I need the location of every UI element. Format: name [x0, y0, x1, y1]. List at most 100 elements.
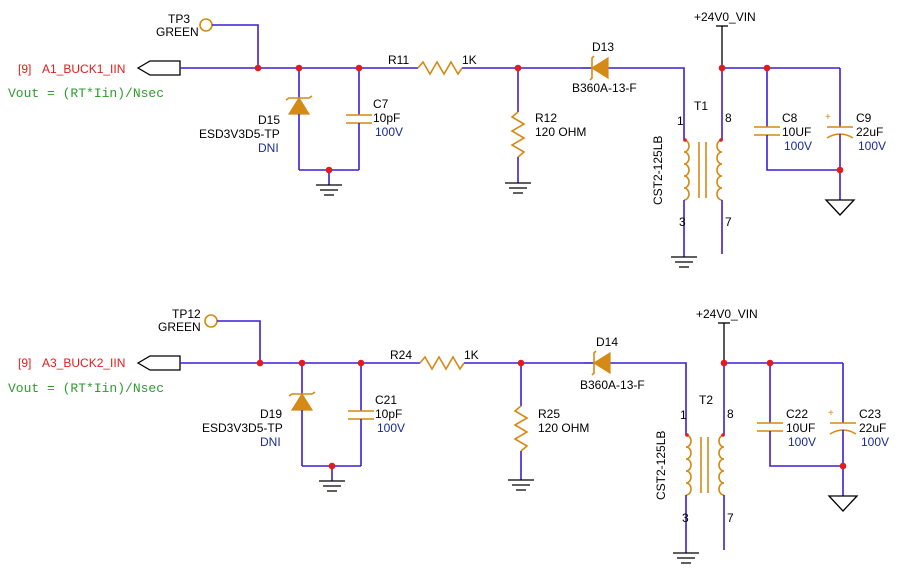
cap3-polarity: + [828, 408, 834, 419]
r-series-ref: R24 [390, 348, 412, 362]
net-ref: [9] [18, 62, 31, 76]
xfmr-pin8: 8 [725, 111, 732, 125]
diode-bar [591, 350, 597, 376]
net-name: A3_BUCK2_IIN [42, 356, 125, 370]
tvs-part: ESD3V3D5-TP [202, 421, 283, 435]
junction-dot [256, 359, 264, 367]
cap3-ref: C23 [859, 407, 881, 421]
tvs-diode-icon [290, 392, 314, 411]
tvs-bar [288, 391, 316, 397]
ground-icon [508, 479, 534, 491]
junction-dot [839, 462, 847, 470]
rail-label: +24V0_VIN [694, 10, 756, 24]
polarity-dot [721, 433, 725, 437]
ground-icon [316, 184, 342, 196]
cap2-voltage: 100V [788, 435, 816, 449]
junction-dot [836, 166, 844, 174]
ground-triangle-icon [824, 199, 856, 216]
tvs-ref: D15 [258, 113, 280, 127]
tp-ref: TP12 [172, 307, 201, 321]
junction-dot [254, 64, 262, 72]
cap2-ref: C22 [786, 407, 808, 421]
capacitor-icon [754, 126, 780, 136]
rail-label: +24V0_VIN [696, 307, 758, 321]
cap1-value: 10pF [373, 111, 400, 125]
junction-dot [328, 462, 336, 470]
polarity-dot [685, 433, 689, 437]
resistor-icon [513, 405, 529, 452]
tvs-note: DNI [258, 141, 279, 155]
junction-dot [718, 64, 726, 72]
xfmr-pin3: 3 [682, 511, 689, 525]
wire [608, 67, 685, 118]
ground-icon [673, 552, 699, 564]
junction-dot [357, 359, 365, 367]
r-shunt-value: 120 OHM [535, 125, 586, 139]
wire [212, 24, 259, 68]
diode-ref: D13 [592, 40, 614, 54]
test-point-icon [204, 314, 218, 328]
ground-icon [505, 182, 531, 194]
r-series-value: 1K [462, 53, 477, 67]
resistor-icon [417, 60, 463, 76]
diode-ref: D14 [596, 335, 618, 349]
r-shunt-value: 120 OHM [538, 421, 589, 435]
capacitor-icon [348, 410, 374, 420]
cap3-voltage: 100V [861, 435, 889, 449]
cap2-voltage: 100V [784, 139, 812, 153]
xfmr-pin7: 7 [727, 511, 734, 525]
ground-triangle-icon [827, 495, 859, 512]
xfmr-ref: T2 [699, 393, 713, 407]
circuit-1: [9] A1_BUCK1_IIN Vout = (RT*Iin)/Nsec TP… [8, 10, 886, 268]
cap3-ref: C9 [856, 111, 872, 125]
transformer-primary-icon [683, 139, 690, 201]
xfmr-pin8: 8 [727, 407, 734, 421]
cap1-value: 10pF [375, 407, 402, 421]
net-port-icon [136, 60, 181, 76]
ground-icon [319, 480, 345, 492]
xfmr-pin3: 3 [679, 215, 686, 229]
cap3-polarity: + [825, 112, 831, 123]
transformer-secondary-icon [718, 434, 725, 496]
tvs-part: ESD3V3D5-TP [199, 127, 280, 141]
ground-icon [671, 256, 697, 268]
wire [769, 431, 843, 467]
diode-part: B360A-13-F [572, 81, 637, 95]
tp-ref: TP3 [168, 12, 190, 26]
junction-dot [763, 64, 771, 72]
polarity-dot [683, 138, 687, 142]
xfmr-pin1: 1 [680, 408, 687, 422]
xfmr-part: CST2-125LB [654, 431, 668, 500]
net-name: A1_BUCK1_IIN [42, 62, 125, 76]
cap3-value: 22uF [859, 421, 886, 435]
test-point-icon [199, 18, 213, 32]
resistor-icon [510, 111, 526, 158]
schottky-diode-icon [590, 56, 609, 80]
junction-dot [298, 359, 306, 367]
cap1-voltage: 100V [377, 421, 405, 435]
net-port-icon [136, 355, 181, 371]
tvs-bar [285, 95, 313, 101]
transformer-core-icon [698, 142, 707, 198]
r-shunt-ref: R12 [535, 111, 557, 125]
diode-part: B360A-13-F [580, 378, 645, 392]
cap2-ref: C8 [782, 111, 798, 125]
transformer-core-icon [700, 437, 709, 493]
transformer-primary-icon [685, 434, 692, 496]
schottky-diode-icon [592, 351, 611, 375]
junction-dot [295, 64, 303, 72]
resistor-icon [419, 355, 465, 371]
tvs-ref: D19 [260, 407, 282, 421]
cap2-value: 10UF [786, 421, 815, 435]
polarity-dot [719, 138, 723, 142]
formula: Vout = (RT*Iin)/Nsec [8, 86, 164, 101]
capacitor-icon [757, 422, 783, 432]
junction-dot [766, 359, 774, 367]
junction-dot [325, 166, 333, 174]
xfmr-pin1: 1 [677, 114, 684, 128]
cap1-ref: C21 [375, 393, 397, 407]
junction-dot [355, 64, 363, 72]
junction-dot [720, 359, 728, 367]
wire [610, 362, 687, 412]
